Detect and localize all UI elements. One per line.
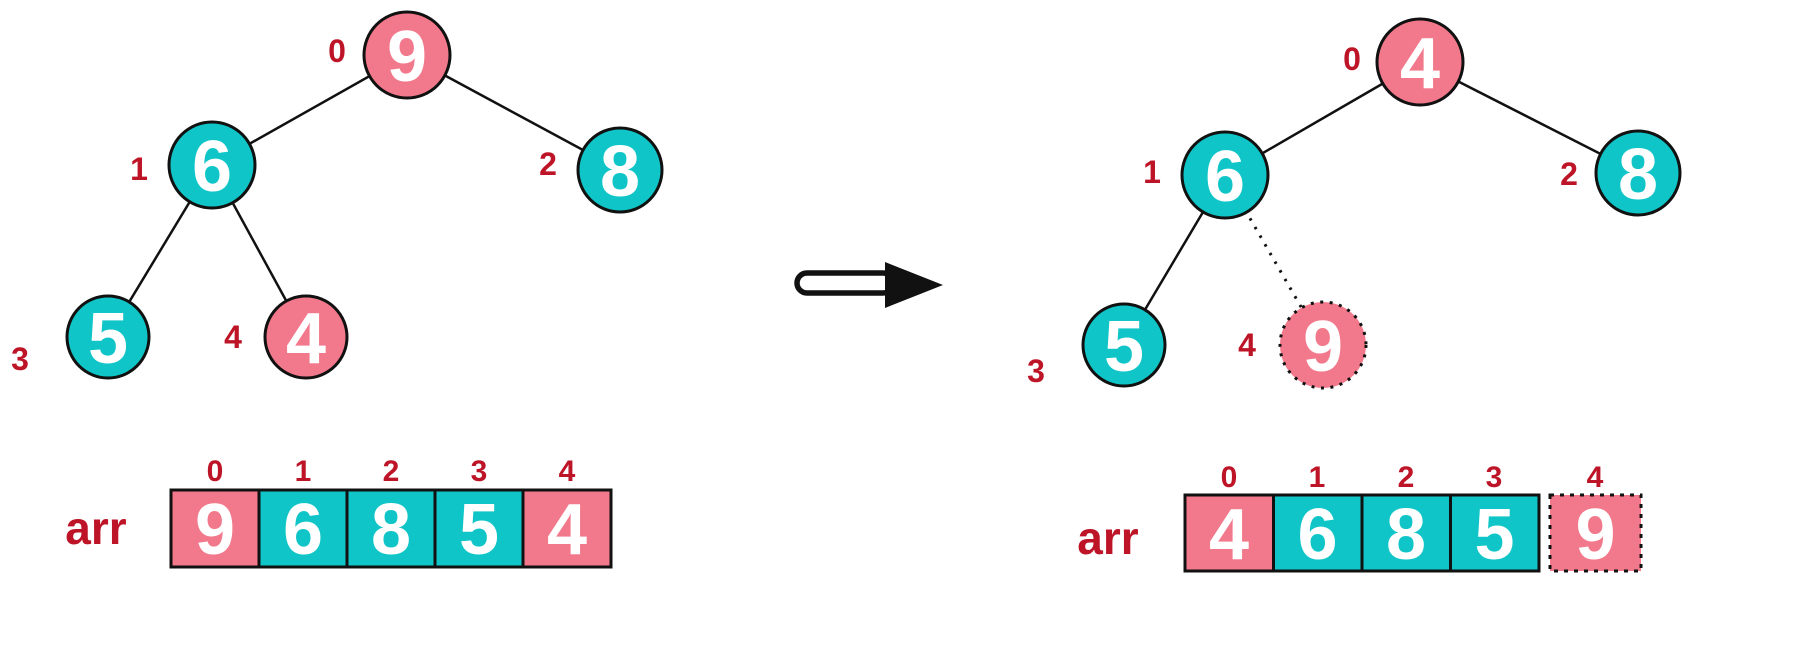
array-cell-value: 6 (1297, 495, 1337, 575)
array-index: 3 (1486, 461, 1503, 494)
transform-arrow-icon (794, 262, 943, 308)
tree-node-value: 8 (600, 132, 640, 212)
tree-node-index: 2 (1560, 156, 1578, 192)
tree-node-index: 4 (1238, 327, 1256, 363)
tree-node-index: 0 (328, 33, 346, 69)
array-index: 1 (295, 455, 312, 488)
arrow-head (885, 262, 943, 308)
array-cell-value: 8 (1386, 495, 1426, 575)
array-cell-value: 4 (1209, 495, 1249, 575)
right-panel: 4 6 8 5 9 0 1 2 3 4 arr 0 1 2 3 4 4 6 8 (1027, 17, 1682, 575)
array-cell (257, 488, 349, 569)
array-label: arr (65, 502, 126, 554)
tree-node-index: 0 (1343, 41, 1361, 77)
array-cell (1449, 493, 1541, 573)
array-cell (345, 488, 437, 569)
tree-node-circle-dotted (1278, 300, 1368, 390)
array-cell-value: 9 (195, 490, 235, 570)
array-cell-value: 6 (283, 490, 323, 570)
array-index: 0 (1221, 461, 1238, 494)
array-cell (1183, 493, 1275, 573)
array-index: 3 (471, 455, 488, 488)
tree-node-circle (576, 126, 664, 214)
tree-node-value: 4 (1400, 24, 1440, 104)
tree-node-circle (263, 294, 349, 380)
tree-node-index: 2 (539, 146, 557, 182)
tree-node-value: 6 (192, 127, 232, 207)
tree-node-value: 6 (1205, 137, 1245, 217)
tree-node-circle (1081, 302, 1167, 388)
array-cell (433, 488, 525, 569)
tree-node-value: 9 (387, 17, 427, 97)
tree-node-value: 5 (88, 299, 128, 379)
tree-node-index: 4 (224, 319, 242, 355)
left-tree: 9 6 8 5 4 0 1 2 3 4 (11, 10, 664, 380)
array-index: 2 (1398, 461, 1415, 494)
array-cell (169, 488, 261, 569)
tree-node-circle (1594, 129, 1682, 217)
tree-node-index: 3 (1027, 353, 1045, 389)
tree-node-circle (65, 294, 151, 380)
array-cell-value: 5 (459, 490, 499, 570)
left-array: arr 0 1 2 3 4 9 6 8 5 4 (65, 455, 613, 570)
array-cell (521, 488, 613, 569)
tree-node-index: 3 (11, 341, 29, 377)
array-index: 0 (207, 455, 224, 488)
tree-node-value: 8 (1618, 135, 1658, 215)
array-cell (1272, 493, 1364, 573)
array-index: 4 (559, 455, 576, 488)
tree-node-index: 1 (130, 151, 148, 187)
array-cell-value: 4 (547, 490, 587, 570)
tree-node-circle (167, 120, 257, 210)
array-cell-dotted (1548, 493, 1643, 573)
array-cell-value: 5 (1474, 495, 1514, 575)
array-cell-value: 8 (371, 490, 411, 570)
tree-node-circle (1375, 17, 1465, 107)
right-array: arr 0 1 2 3 4 4 6 8 5 9 (1077, 461, 1643, 575)
right-tree: 4 6 8 5 9 0 1 2 3 4 (1027, 17, 1682, 390)
tree-node-circle (1180, 130, 1270, 220)
tree-node-value: 4 (286, 299, 326, 379)
tree-node-value: 9 (1303, 307, 1343, 387)
tree-node-index: 1 (1143, 154, 1161, 190)
array-index: 1 (1309, 461, 1326, 494)
array-index: 2 (383, 455, 400, 488)
array-label: arr (1077, 512, 1138, 564)
tree-node-value: 5 (1104, 307, 1144, 387)
array-index: 4 (1587, 461, 1604, 494)
left-panel: 9 6 8 5 4 0 1 2 3 4 arr 0 1 2 3 4 9 6 8 (11, 10, 664, 570)
tree-node-circle (362, 10, 452, 100)
array-cell-value: 9 (1575, 495, 1615, 575)
arrow-shaft (794, 270, 896, 296)
array-cell (1360, 493, 1452, 573)
